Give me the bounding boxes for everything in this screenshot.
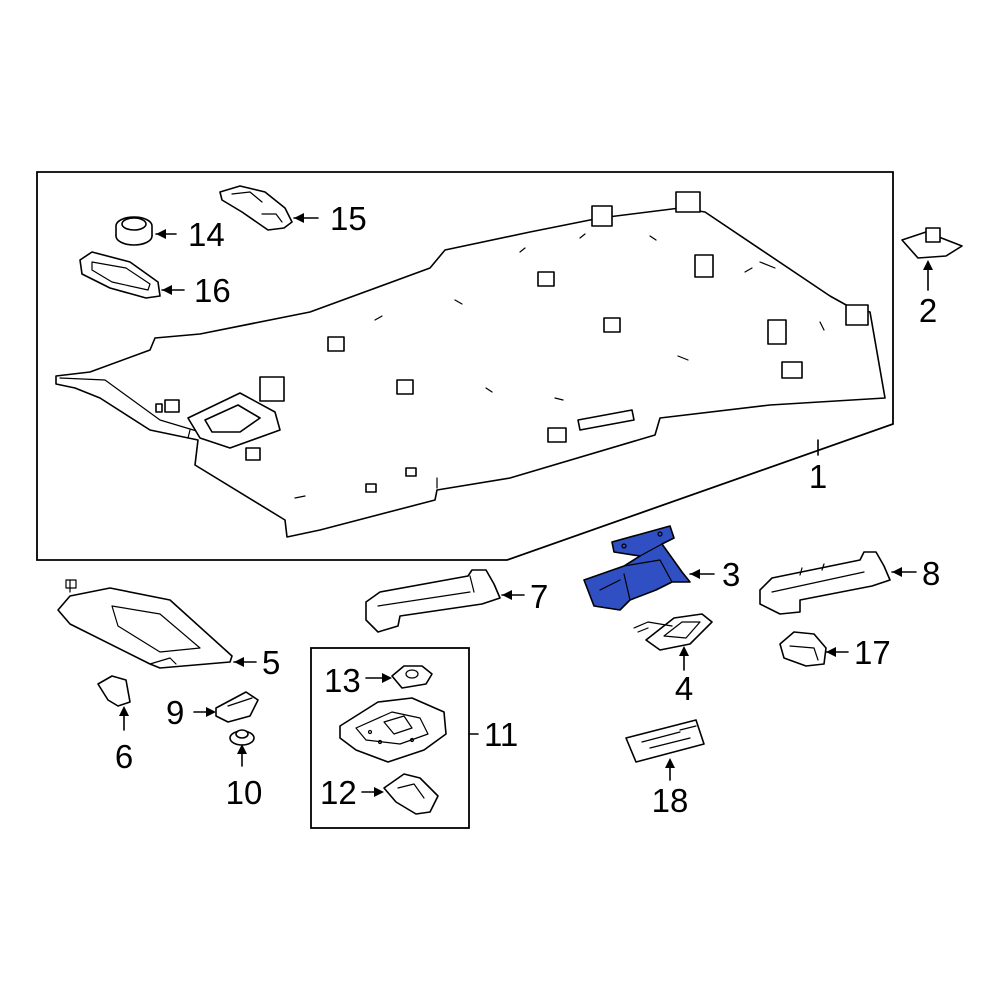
- callout-1: 1: [809, 458, 827, 495]
- bracket-part-12: [383, 773, 439, 815]
- lamp-part-16: [79, 251, 161, 299]
- assist-grip-part-8: [759, 551, 891, 615]
- callout-16: 16: [194, 272, 231, 309]
- callout-12: 12: [320, 774, 357, 811]
- console-part-11: [339, 697, 447, 763]
- sun-visor-part-5: [57, 579, 233, 669]
- assist-grip-part-7: [365, 569, 501, 633]
- callout-15: 15: [330, 200, 367, 237]
- bracket-part-15: [219, 185, 293, 231]
- callout-6: 6: [115, 738, 133, 775]
- callout-3: 3: [722, 556, 740, 593]
- console-group-box: [310, 647, 470, 829]
- headliner-group-box: [36, 171, 894, 561]
- callout-18: 18: [652, 782, 689, 819]
- callout-13: 13: [324, 662, 361, 699]
- callout-14: 14: [188, 216, 225, 253]
- callout-10: 10: [226, 774, 263, 811]
- switch-part-18: [625, 719, 705, 763]
- callout-7: 7: [530, 578, 548, 615]
- switch-part-9: [215, 691, 259, 723]
- callout-17: 17: [854, 634, 891, 671]
- clip-part-2: [901, 227, 963, 259]
- clip-part-6: [97, 675, 131, 707]
- cover-part-13: [391, 665, 433, 689]
- duct-part-3[interactable]: [583, 525, 691, 611]
- callout-11: 11: [484, 716, 518, 753]
- headliner-part-1: [55, 191, 886, 538]
- callout-8: 8: [922, 555, 940, 592]
- lamp-part-4: [633, 613, 713, 651]
- cap-part-10: [229, 729, 255, 746]
- callout-9: 9: [166, 694, 184, 731]
- callout-5: 5: [262, 644, 280, 681]
- lamp-part-17: [779, 631, 827, 667]
- callout-2: 2: [919, 292, 937, 329]
- callout-4: 4: [675, 670, 693, 707]
- grommet-part-14: [115, 216, 153, 246]
